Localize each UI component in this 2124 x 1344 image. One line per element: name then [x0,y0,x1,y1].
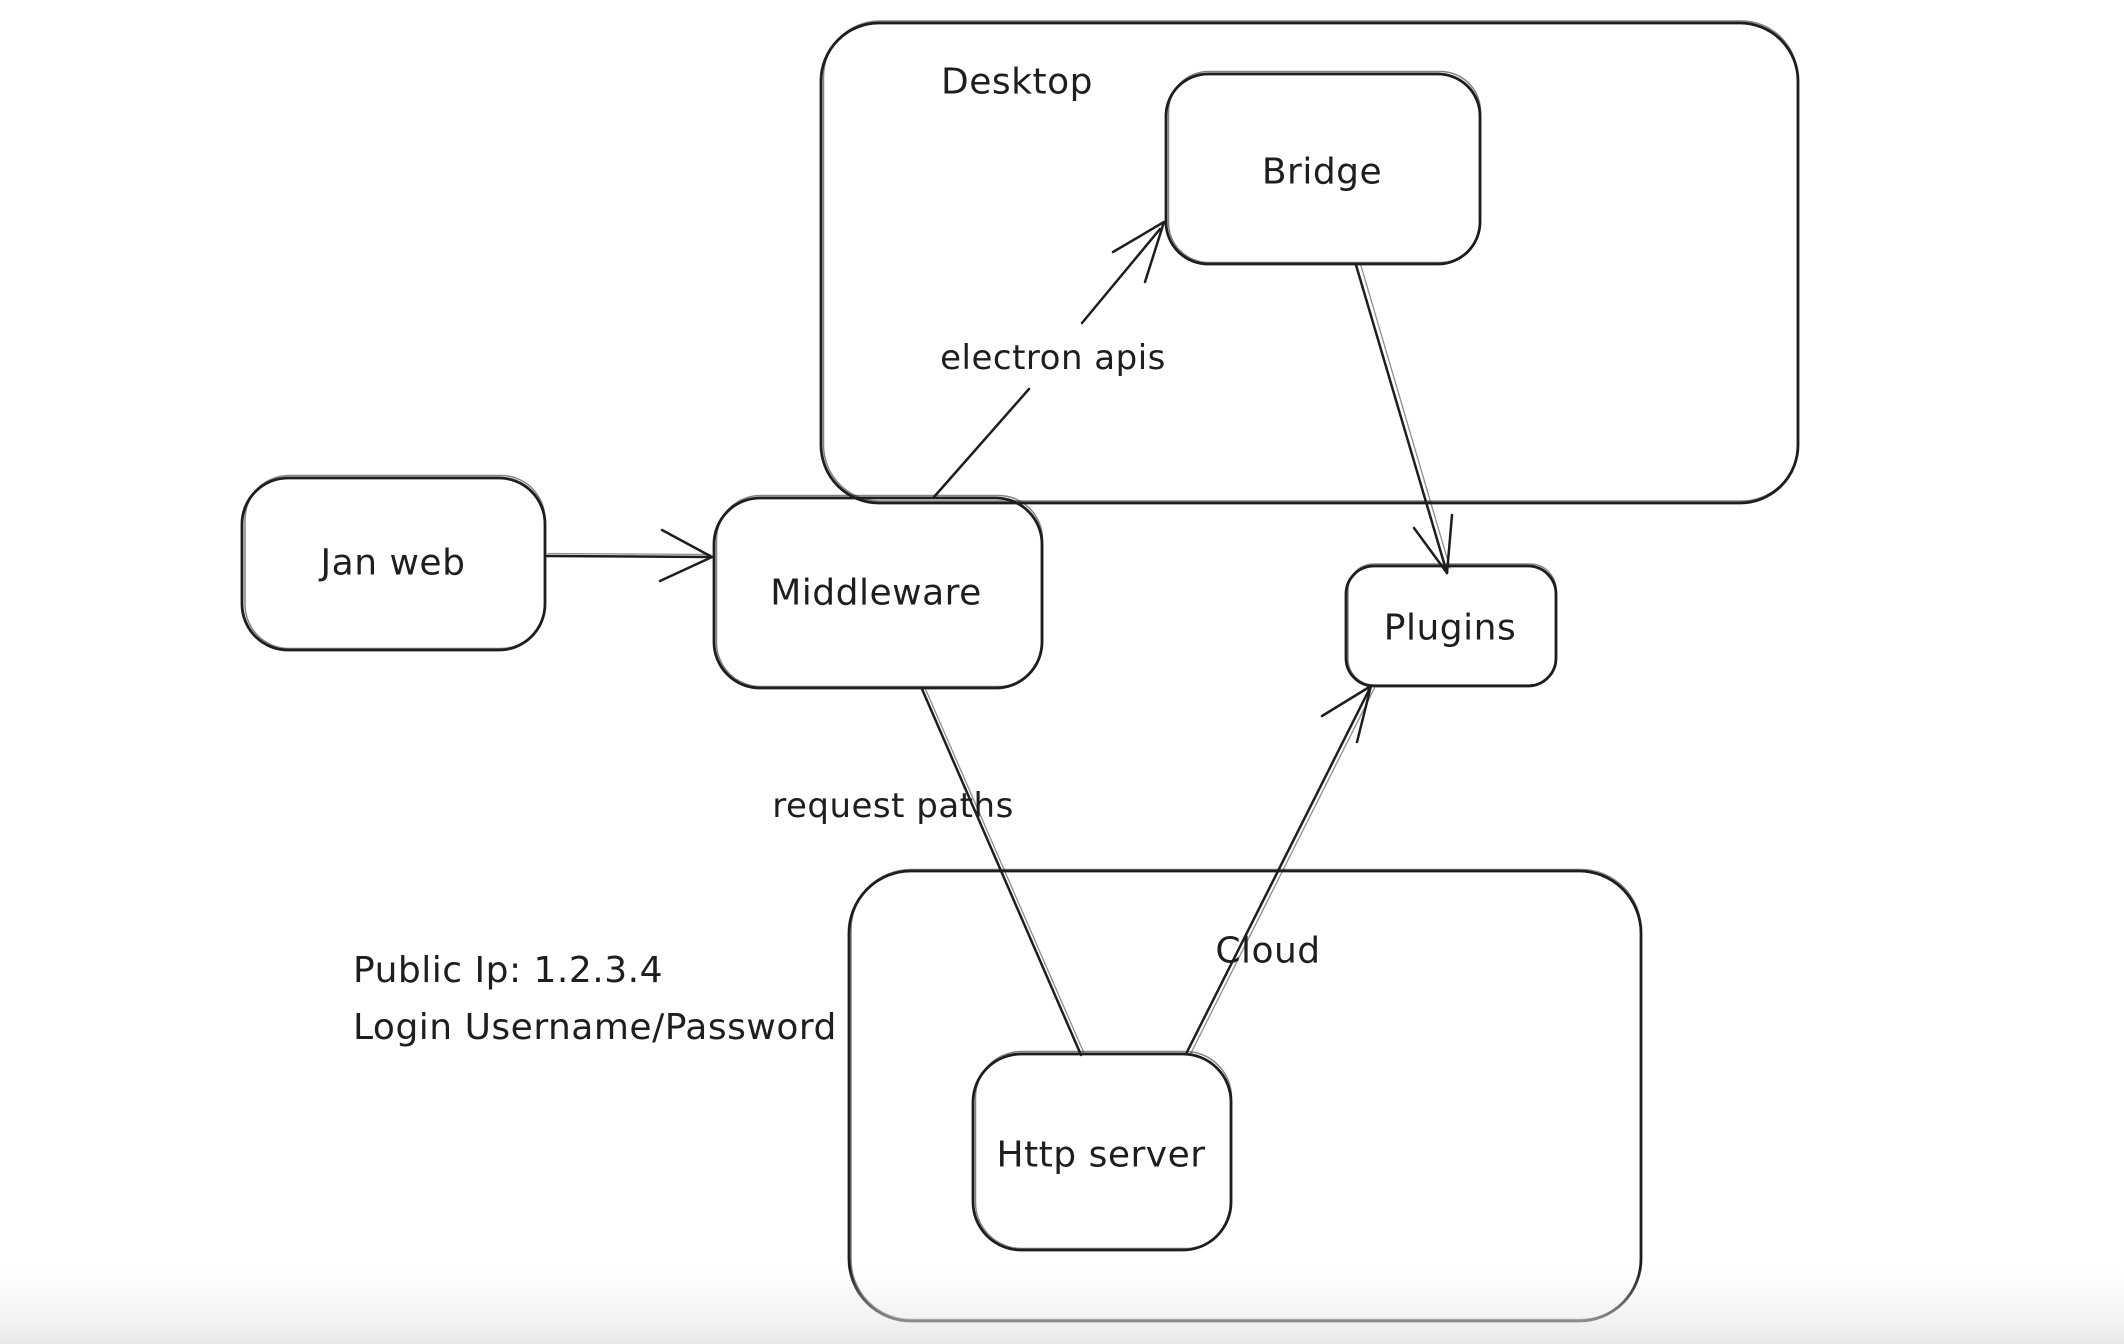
edge-http-server-to-plugins[interactable] [1184,684,1376,1056]
jan-web-box-outline-echo [244,474,546,650]
node-http-server[interactable] [971,1050,1233,1252]
middleware-box-outline-echo [715,494,1044,688]
annotation-line-login: Login Username/Password [353,1007,837,1048]
node-plugins[interactable] [1344,563,1558,688]
arrowhead-up-right-icon [1320,684,1373,744]
edge-label-request-paths[interactable]: request paths [772,786,1014,826]
edge-bridge-to-plugins[interactable] [1354,263,1454,575]
edge-line-echo [1359,263,1451,569]
node-jan-web[interactable] [240,474,547,652]
http-server-node-label[interactable]: Http server [996,1134,1206,1176]
desktop-container-outline-echo [822,20,1799,502]
edge-line-echo [547,552,711,556]
bridge-node-label[interactable]: Bridge [1261,151,1383,193]
node-middleware[interactable] [712,494,1044,690]
edge-label-electron-apis[interactable]: electron apis [940,338,1166,378]
annotation-line-public-ip: Public Ip: 1.2.3.4 [353,950,663,991]
edge-line [1354,263,1449,575]
edge-line [920,687,1083,1057]
bridge-box-outline-echo [1167,70,1482,264]
arrowhead-right-icon [658,528,714,583]
container-desktop[interactable] [819,20,1800,505]
edge-middleware-to-http-server[interactable] [920,687,1085,1057]
edge-line [1184,684,1373,1056]
cloud-container-label[interactable]: Cloud [1215,930,1321,972]
annotation-text-block[interactable]: Public Ip: 1.2.3.4 Login Username/Passwo… [353,942,837,1056]
edge-line-lower-segment [932,387,1031,499]
edge-middleware-to-bridge[interactable] [932,220,1166,499]
arrowhead-down-icon [1412,513,1454,575]
edge-line-echo [924,687,1085,1053]
edge-line-echo [1189,687,1376,1056]
node-bridge[interactable] [1164,70,1482,266]
edge-line [544,554,714,559]
plugins-node-label[interactable]: Plugins [1383,607,1517,649]
middleware-node-label[interactable]: Middleware [770,572,982,614]
arrowhead-up-right-icon [1111,220,1166,284]
desktop-container-label[interactable]: Desktop [941,61,1093,103]
jan-web-node-label[interactable]: Jan web [320,542,466,584]
edge-line-upper-segment [1080,227,1162,325]
edge-jan-web-to-middleware[interactable] [544,528,714,583]
http-server-box-outline-echo [974,1050,1233,1250]
plugins-box-outline-echo [1347,563,1557,686]
